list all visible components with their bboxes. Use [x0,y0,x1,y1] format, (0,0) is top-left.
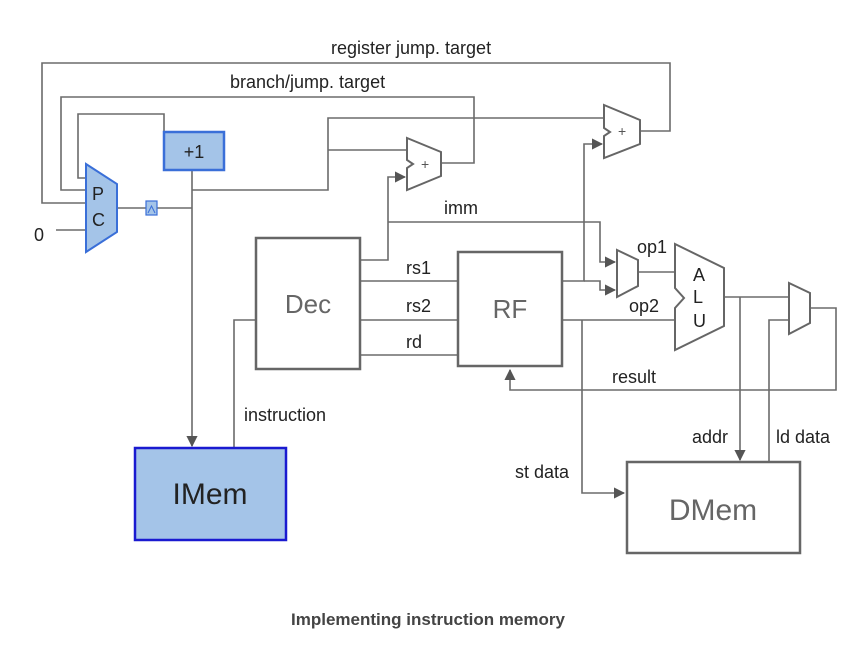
plus-one-wire [77,113,165,179]
dec-label: Dec [285,289,331,319]
alu [674,242,725,352]
op1-label: op1 [637,237,667,257]
instruction-label: instruction [244,405,326,425]
branch-jump-wire [60,96,475,191]
rd-label: rd [406,332,422,352]
zero-label: 0 [34,225,44,245]
dmem-block [625,460,802,555]
pc-register [85,162,118,254]
rs1-to-reg-adder-wire [562,138,604,282]
plus-one-label: +1 [184,142,205,162]
ld-data-wire [768,319,789,461]
imem-label: IMem [173,478,248,511]
pipeline-marker-caret [147,204,156,214]
rf-label: RF [493,294,528,324]
instruction-wire [233,319,256,447]
op1-mux [616,248,639,299]
alu-l-label: L [693,287,703,307]
st-data-wire [581,320,626,499]
st-data-label: st data [515,462,570,482]
plus-one-block [162,130,226,172]
addr-label: addr [692,427,728,447]
branch-adder [406,136,442,192]
register-adder [603,103,641,160]
dec-block [254,236,362,371]
rs1-label: rs1 [406,258,431,278]
register-adder-sign: + [618,123,626,139]
rs1-to-op1-wire [584,280,617,296]
rs2-label: rs2 [406,296,431,316]
op2-label: op2 [629,296,659,316]
dmem-label: DMem [669,494,757,527]
imm-label: imm [444,198,478,218]
branch-jump-target-label: branch/jump. target [230,72,385,92]
pc-to-adder-wire [192,117,603,191]
imm-wire [388,221,617,268]
pipeline-marker [145,200,158,216]
result-mux [788,281,811,336]
imm-to-adder-wire [360,171,407,261]
pc-c-label: C [92,210,105,230]
branch-adder-sign: + [421,156,429,172]
ld-data-label: ld data [776,427,831,447]
register-jump-wire [41,62,671,204]
result-wire [504,307,837,391]
imem-block [133,446,288,542]
register-jump-target-label: register jump. target [331,38,491,58]
rf-block [456,250,564,368]
result-label: result [612,367,656,387]
alu-u-label: U [693,311,706,331]
pc-p-label: P [92,184,104,204]
figure-caption: Implementing instruction memory [291,610,565,629]
alu-a-label: A [693,265,705,285]
